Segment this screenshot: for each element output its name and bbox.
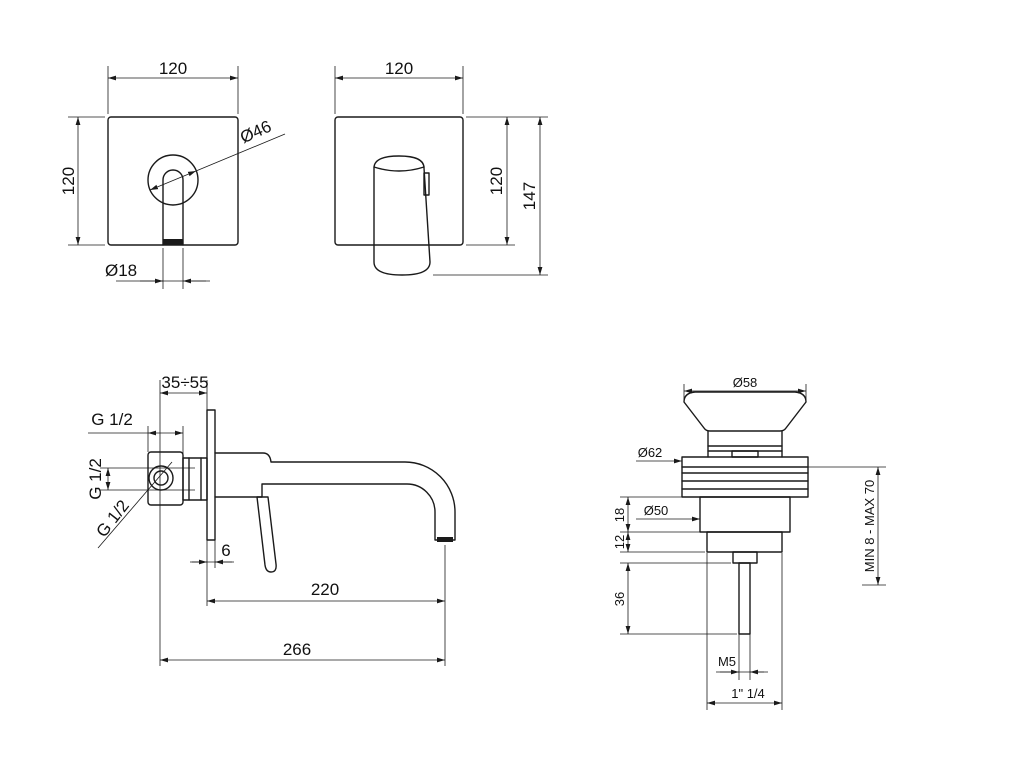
dimension-label: 120 — [487, 167, 506, 195]
front-view-handle-base — [147, 154, 199, 206]
side-view-inlet-outer — [148, 465, 174, 491]
front-view-lever — [162, 169, 184, 246]
dimension-overall-length: 266 — [160, 640, 445, 663]
side-view-lever — [256, 496, 277, 573]
dimension-overall-height: 147 — [433, 117, 548, 276]
front-view: 120 120 Ø46 Ø18 — [59, 59, 286, 289]
dimension-drain-vertical: 18 12 36 — [612, 496, 737, 635]
drain-thread — [706, 531, 783, 553]
dimension-label: 35÷55 — [161, 373, 208, 392]
dimension-label: Ø46 — [237, 117, 274, 147]
lever-view-cartridge-ring — [423, 172, 430, 196]
dimension-front-plate-height: 120 — [59, 116, 105, 246]
lever-view-wall-plate — [334, 116, 464, 246]
side-view-spout — [214, 452, 456, 541]
dimension-label: 147 — [520, 182, 539, 210]
dimension-label: G 1/2 — [91, 410, 133, 429]
dimension-plate-thickness: 6 — [190, 540, 234, 568]
dimension-label: G 1/2 — [86, 458, 105, 500]
dimension-body-diameter: Ø50 — [636, 503, 700, 522]
dimension-label: Ø62 — [638, 445, 663, 460]
side-view-wall-plate — [206, 409, 216, 541]
dimension-flange-diameter: Ø62 — [636, 445, 682, 464]
dimension-cap-diameter: Ø58 — [683, 375, 807, 400]
dimension-front-plate-width: 120 — [107, 59, 239, 114]
dimension-clamping-range: MIN 8 - MAX 70 — [808, 466, 886, 586]
dimension-lever-plate-height: 120 — [466, 116, 548, 246]
front-view-wall-plate — [107, 116, 239, 246]
dimension-label: Ø50 — [644, 503, 669, 518]
dimension-label: 266 — [283, 640, 311, 659]
dimension-label: MIN 8 - MAX 70 — [862, 480, 877, 572]
leader-line — [97, 461, 173, 549]
dimension-label: Ø58 — [733, 375, 758, 390]
dimension-label: Ø18 — [105, 261, 137, 280]
leader-line — [195, 133, 286, 172]
dimension-label-body-height: 18 — [612, 508, 627, 522]
drain-cap — [683, 391, 807, 432]
dimension-lever-plate-width: 120 — [334, 59, 464, 114]
dimension-knob-diameter: Ø46 — [149, 117, 286, 191]
dimension-label-pin-length: 36 — [612, 592, 627, 606]
dimension-inlet-thread-top: G 1/2 — [88, 410, 184, 458]
dimension-line — [149, 170, 197, 191]
dimension-label: 120 — [385, 59, 413, 78]
dimension-label: 120 — [59, 167, 78, 195]
lever-view-lever-rim — [373, 166, 425, 172]
dimension-label: 1" 1/4 — [731, 686, 765, 701]
drain-view: Ø58 Ø62 Ø50 18 12 36 MIN 8 - — [612, 375, 886, 710]
dimension-label: G 1/2 — [92, 496, 133, 540]
dimension-inlet-thread-side: G 1/2 — [86, 458, 195, 500]
side-view-inlet-inner — [153, 470, 169, 486]
dimension-label: 6 — [221, 541, 230, 560]
drain-pin — [738, 562, 751, 635]
side-view-aerator — [437, 537, 453, 542]
lever-view: 120 120 147 — [334, 59, 548, 276]
dimension-wall-depth: 35÷55 — [160, 373, 209, 396]
dimension-spout-projection: 220 — [207, 545, 446, 666]
side-view-cartridge — [182, 457, 208, 501]
dimension-label: M5 — [718, 654, 736, 669]
dimension-lever-diameter: Ø18 — [105, 248, 210, 289]
dimension-label-thread-height: 12 — [612, 535, 627, 549]
dimension-label: 220 — [311, 580, 339, 599]
drain-stem — [731, 450, 759, 458]
drain-body — [699, 496, 791, 533]
lever-view-lever — [373, 155, 431, 276]
side-view: 35÷55 G 1/2 G 1/2 G 1/2 6 — [86, 373, 456, 666]
drain-pin-nut — [732, 551, 758, 564]
side-view-valve-body — [147, 451, 184, 506]
dimension-thread-size: 1" 1/4 — [706, 553, 783, 710]
dimension-pin-thread: M5 — [716, 634, 768, 680]
front-view-lever-tip — [163, 239, 183, 245]
dimension-label: 120 — [159, 59, 187, 78]
drain-flange — [681, 456, 809, 498]
